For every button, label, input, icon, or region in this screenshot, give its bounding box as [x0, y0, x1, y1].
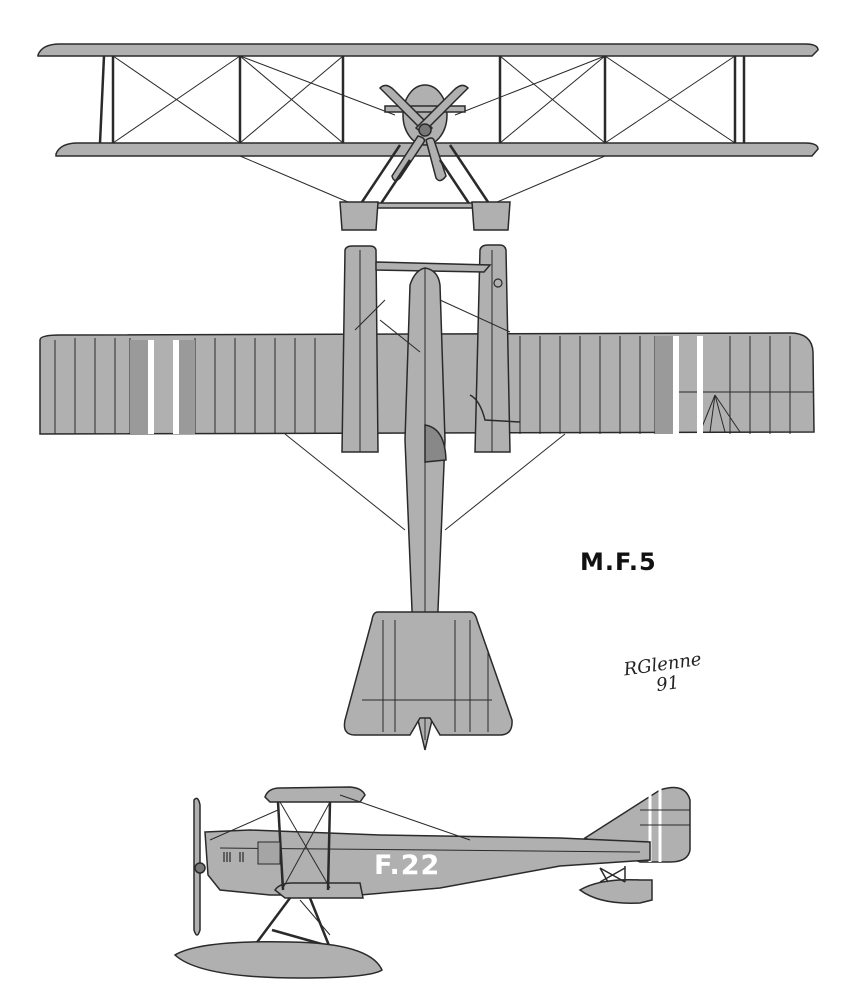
plan-bracing-wires: [284, 299, 566, 531]
drawing-title: M.F.5: [580, 548, 657, 576]
front-right-float: [471, 201, 511, 231]
propeller-icon: [378, 84, 470, 182]
plan-wing-white-band: [697, 336, 703, 434]
side-view: [173, 786, 691, 979]
fuselage-marking: F.22: [374, 850, 441, 881]
side-engine-panel: [257, 841, 281, 865]
side-fuselage: [204, 829, 651, 896]
plan-wing-white-band: [673, 336, 679, 434]
plan-wing-white-band: [173, 340, 179, 434]
front-upper-wing: [37, 43, 819, 57]
front-float-struts: [358, 144, 492, 206]
plan-roundel: [424, 424, 447, 463]
side-exhaust-vents: [223, 852, 244, 862]
plan-tailplane: [343, 611, 513, 736]
front-left-float: [339, 201, 379, 231]
side-tail-float: [578, 878, 653, 904]
side-main-float: [173, 941, 383, 979]
front-interplane-struts: [98, 55, 746, 144]
plan-tailplane-ribs: [362, 620, 492, 732]
side-bracing-wires: [209, 794, 471, 936]
plan-view: [39, 244, 815, 751]
side-lower-wing: [273, 882, 364, 899]
front-bracing-wires: [112, 55, 736, 206]
side-upper-wing: [264, 786, 366, 803]
front-radiator-bar: [384, 105, 466, 113]
front-engine-cowling: [402, 84, 448, 146]
front-view: [37, 43, 819, 231]
front-float-crossbar: [374, 202, 476, 209]
plan-wing-white-band: [148, 340, 154, 434]
